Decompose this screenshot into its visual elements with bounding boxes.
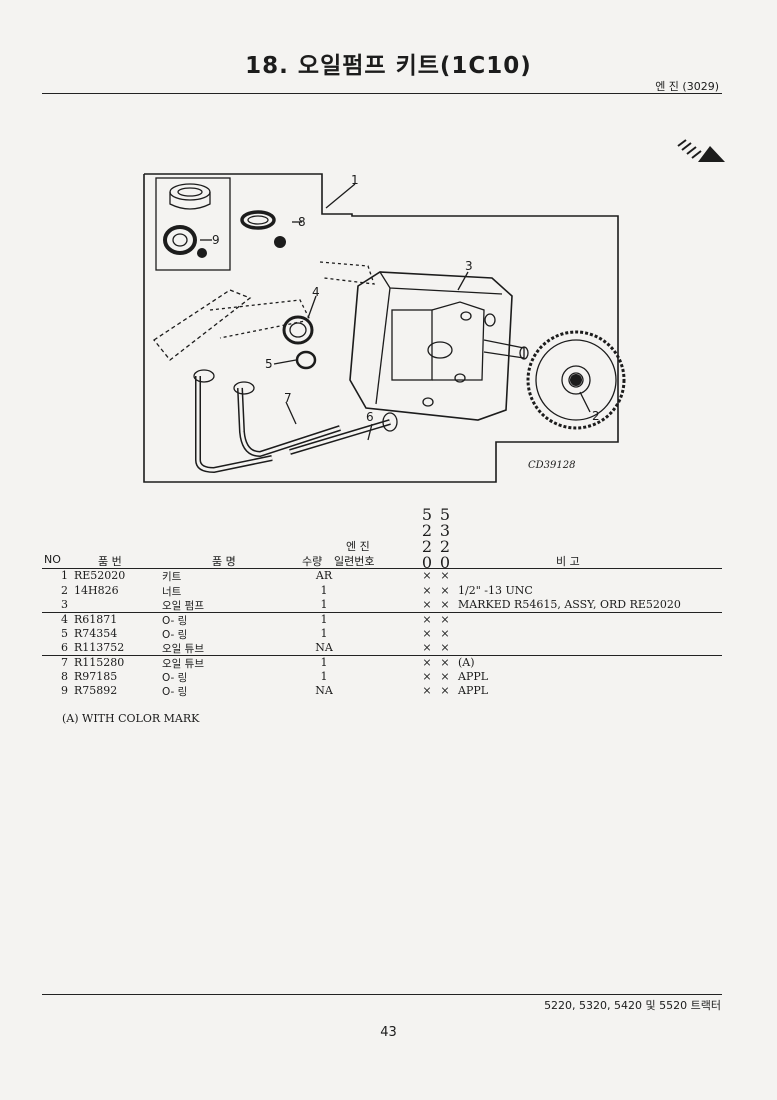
header-rule [42, 568, 722, 569]
callout-4: 4 [312, 285, 320, 299]
callout-8: 8 [298, 215, 306, 229]
callout-1: 1 [351, 173, 359, 187]
header-no: NO [44, 553, 61, 566]
header-part-name: 품 명 [212, 555, 236, 568]
callout-5: 5 [265, 357, 273, 371]
model-column-5320: 5 3 2 0 [439, 505, 451, 572]
callout-2: 2 [592, 409, 600, 423]
group-divider [42, 655, 722, 656]
page-number: 43 [380, 1025, 397, 1040]
oil-pump-diagram: 1 2 3 4 5 6 7 8 9 CD39128 [143, 173, 626, 483]
title-rule [42, 93, 722, 94]
model-column-5220: 5 2 2 0 [421, 505, 433, 572]
figure-code: CD39128 [528, 460, 575, 471]
callout-9: 9 [212, 233, 220, 247]
footer-models: 5220, 5320, 5420 및 5520 트랙터 [544, 999, 721, 1012]
header-part-no: 품 번 [98, 555, 122, 568]
callout-6: 6 [366, 410, 374, 424]
header-qty: 수량 [302, 555, 323, 568]
callout-7: 7 [284, 391, 292, 405]
callout-3: 3 [465, 259, 473, 273]
header-serial: 일련번호 [334, 555, 375, 568]
footer-rule [42, 994, 722, 995]
header-remarks: 비 고 [556, 555, 580, 568]
group-divider [42, 612, 722, 613]
table-note: (A) WITH COLOR MARK [62, 712, 200, 725]
header-engine: 엔 진 [346, 540, 370, 553]
section-label: 엔 진 (3029) [655, 80, 719, 93]
direction-arrow-icon [677, 139, 725, 162]
page-title: 18. 오일펌프 키트(1C10) [245, 53, 532, 79]
